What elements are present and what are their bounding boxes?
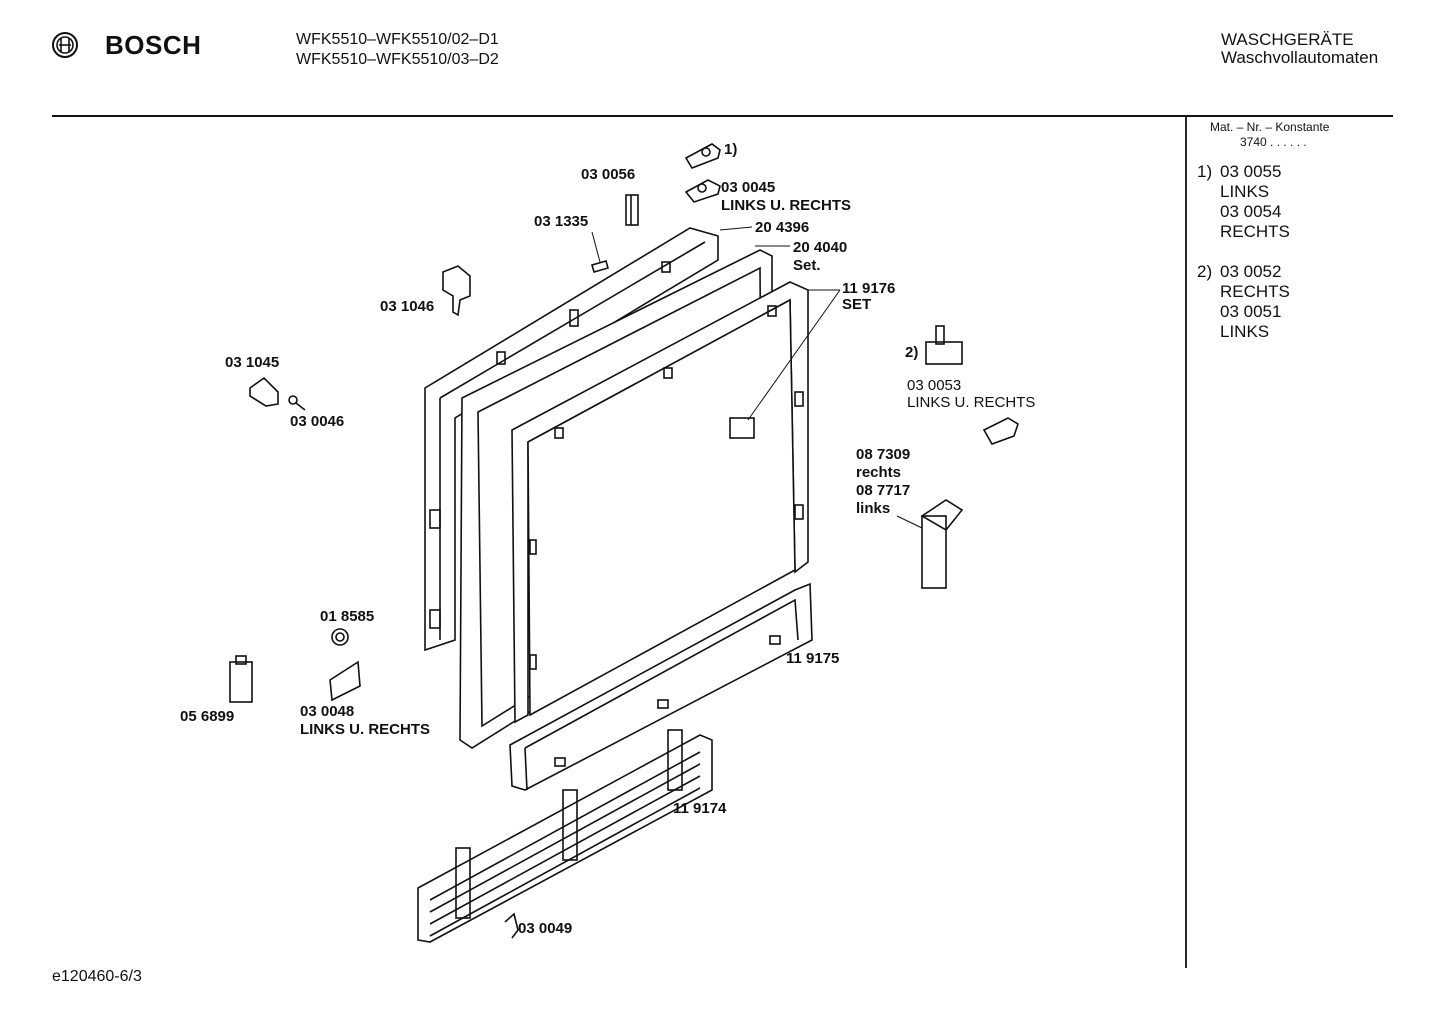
note-2-line-3: 03 0051 bbox=[1220, 302, 1282, 321]
note-1-line-3: 03 0054 bbox=[1220, 202, 1282, 221]
note-2-line-2: RECHTS bbox=[1220, 282, 1290, 301]
model-line-1: WFK5510–WFK5510/02–D1 bbox=[296, 31, 499, 48]
label-119175: 11 9175 bbox=[786, 650, 840, 667]
note-1-line-2: LINKS bbox=[1220, 182, 1270, 201]
label-030053: 03 0053 bbox=[907, 377, 962, 394]
knob-018585-part bbox=[331, 628, 349, 646]
label-087717-desc: links bbox=[856, 500, 891, 517]
label-087717: 08 7717 bbox=[856, 482, 911, 499]
category-subtitle: Waschvollautomaten bbox=[1221, 48, 1379, 67]
label-087309: 08 7309 bbox=[856, 446, 911, 463]
bracket-031046-part bbox=[442, 265, 471, 317]
hinge-030045-part bbox=[684, 143, 721, 169]
label-031045: 03 1045 bbox=[225, 354, 280, 371]
label-204040-desc: Set. bbox=[793, 257, 821, 274]
label-087309-desc: rechts bbox=[856, 464, 902, 481]
drawing-code: e120460-6/3 bbox=[52, 968, 142, 985]
label-119176-desc: SET bbox=[842, 296, 872, 313]
label-mark-1: 1) bbox=[724, 141, 738, 158]
label-030048: 03 0048 bbox=[300, 703, 355, 720]
label-031335: 03 1335 bbox=[534, 213, 589, 230]
label-119176: 11 9176 bbox=[842, 280, 896, 297]
label-mark-2: 2) bbox=[905, 344, 919, 361]
plate-031335-part bbox=[591, 260, 609, 273]
hinge-030045b-part bbox=[684, 179, 721, 203]
note-1-line-1: 03 0055 bbox=[1220, 162, 1282, 181]
screw-030046-part bbox=[288, 395, 306, 411]
note-2-marker: 2) bbox=[1197, 262, 1213, 281]
model-line-2: WFK5510–WFK5510/03–D2 bbox=[296, 51, 499, 68]
clip-030056-part bbox=[625, 194, 639, 226]
label-030046: 03 0046 bbox=[290, 413, 345, 430]
latch-056899-part bbox=[229, 655, 253, 703]
label-056899: 05 6899 bbox=[180, 708, 235, 725]
label-031046: 03 1046 bbox=[380, 298, 435, 315]
category-title: WASCHGERÄTE bbox=[1221, 30, 1354, 49]
note-2-line-1: 03 0052 bbox=[1220, 262, 1282, 281]
label-030053-desc: LINKS U. RECHTS bbox=[907, 394, 1036, 411]
catch-030048-part bbox=[329, 660, 361, 702]
brand-name: BOSCH bbox=[105, 30, 202, 60]
label-204040: 20 4040 bbox=[793, 239, 848, 256]
note-1-line-4: RECHTS bbox=[1220, 222, 1290, 241]
bosch-armature-icon bbox=[52, 32, 78, 58]
bottom-strip-part bbox=[509, 582, 813, 791]
hinge-087309-part bbox=[920, 499, 964, 589]
label-119174: 11 9174 bbox=[673, 800, 727, 817]
clip-030049-part bbox=[504, 912, 519, 939]
sidebar-header-1: Mat. – Nr. – Konstante bbox=[1210, 120, 1330, 134]
note-2-line-4: LINKS bbox=[1220, 322, 1270, 341]
bracket-031045-part bbox=[249, 376, 279, 407]
inner-frame-part bbox=[511, 281, 809, 724]
sidebar-header-2: 3740 . . . . . . bbox=[1240, 135, 1307, 149]
label-030045: 03 0045 bbox=[721, 179, 776, 196]
label-030056: 03 0056 bbox=[581, 166, 636, 183]
label-018585: 01 8585 bbox=[320, 608, 375, 625]
catch-030053-part bbox=[982, 417, 1019, 445]
label-204396: 20 4396 bbox=[755, 219, 810, 236]
note-1-marker: 1) bbox=[1197, 162, 1213, 181]
label-030049: 03 0049 bbox=[518, 920, 573, 937]
grille-part bbox=[417, 729, 713, 943]
brand-logo bbox=[50, 30, 80, 65]
label-030045-desc: LINKS U. RECHTS bbox=[721, 197, 852, 214]
lock-030052-part bbox=[925, 325, 963, 365]
label-030048-desc: LINKS U. RECHTS bbox=[300, 721, 431, 738]
